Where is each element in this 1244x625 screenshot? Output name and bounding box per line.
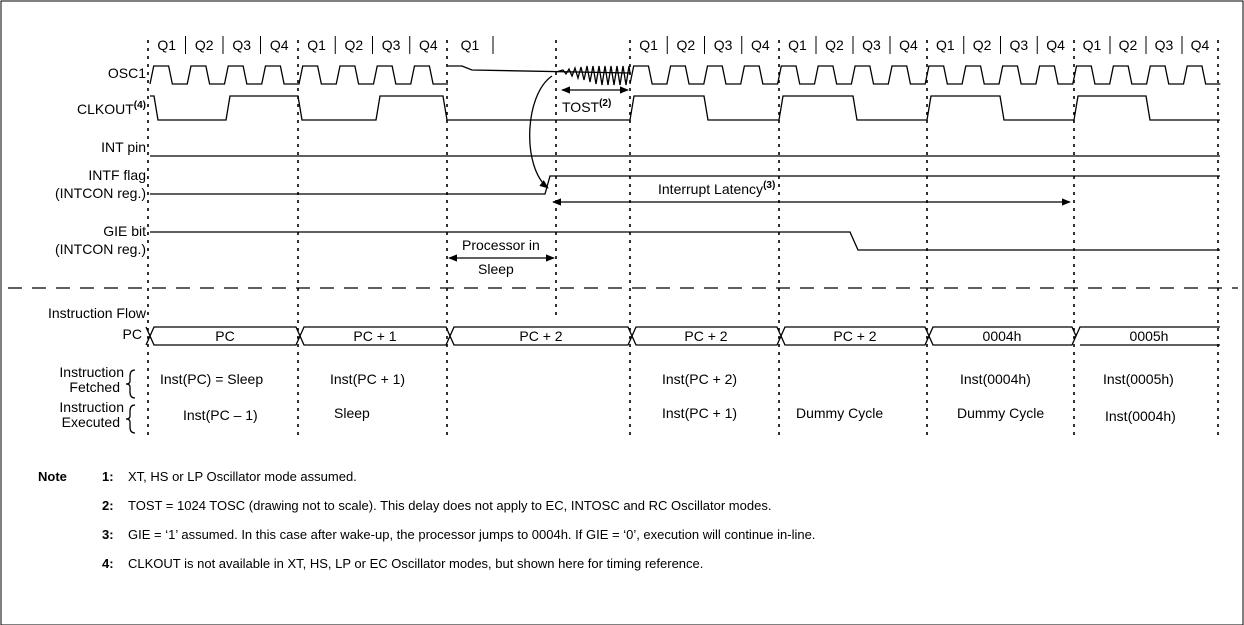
note-text: XT, HS or LP Oscillator mode assumed. [128, 469, 357, 484]
note-text: TOST = 1024 TOSC (drawing not to scale).… [128, 498, 771, 513]
executed-cell: Dummy Cycle [957, 405, 1044, 421]
q-cycle-label: Q3 [1155, 37, 1174, 53]
gie-reg-label: (INTCON reg.) [55, 241, 146, 257]
q-cycle-label: Q2 [973, 37, 992, 53]
q-cycle-label: Q3 [382, 37, 401, 53]
sleep-label: Sleep [478, 261, 514, 277]
q-cycle-label: Q1 [639, 37, 658, 53]
q-cycle-label: Q2 [345, 37, 364, 53]
q-cycle-label: Q1 [157, 37, 176, 53]
interrupt-latency-annotation: Interrupt Latency(3) [552, 180, 1071, 206]
q-cycle-label: Q2 [195, 37, 214, 53]
pc-value: 0004h [983, 328, 1022, 344]
instruction-flow-label: Instruction Flow [48, 305, 147, 321]
gie-bit-label: GIE bit [103, 223, 146, 239]
osc1-sleep-decay [448, 65, 631, 74]
clkout-label: CLKOUT(4) [77, 100, 146, 117]
fetched-cell: Inst(PC + 1) [330, 371, 405, 387]
intf-reg-label: (INTCON reg.) [55, 185, 146, 201]
executed-cell: Inst(PC – 1) [183, 407, 258, 423]
q-cycle-label: Q3 [714, 37, 733, 53]
note-heading: Note [38, 469, 67, 484]
q-cycle-label: Q3 [232, 37, 251, 53]
interrupt-latency-label: Interrupt Latency(3) [658, 180, 775, 197]
executed-cell: Inst(0004h) [1105, 408, 1176, 424]
note-number: 3: [102, 527, 114, 542]
processor-in-label: Processor in [462, 237, 540, 253]
q-cycle-label: Q4 [419, 37, 438, 53]
q-cycle-label: Q4 [751, 37, 770, 53]
osc1-label: OSC1 [108, 65, 146, 81]
q-cycle-label: Q1 [936, 37, 955, 53]
tost-annotation: TOST(2) [561, 86, 629, 115]
executed-label-1: Instruction [59, 399, 124, 415]
executed-cell: Dummy Cycle [796, 405, 883, 421]
executed-label-2: Executed [62, 414, 120, 430]
executed-cell: Inst(PC + 1) [662, 405, 737, 421]
pc-value: PC + 2 [833, 328, 876, 344]
note-text: CLKOUT is not available in XT, HS, LP or… [128, 556, 703, 571]
wakeup-arrow [529, 75, 553, 189]
fetched-label-1: Instruction [59, 364, 124, 380]
q-cycle-label: Q2 [825, 37, 844, 53]
osc1-waveform [149, 65, 1221, 86]
note-number: 2: [102, 498, 114, 513]
tost-label: TOST(2) [562, 98, 611, 115]
clkout-waveform [150, 95, 1220, 121]
q-cycle-label: Q1 [307, 37, 326, 53]
fetched-label-2: Fetched [69, 379, 120, 395]
fetched-cell: Inst(0005h) [1103, 371, 1174, 387]
q-cycle-label: Q1 [461, 37, 480, 53]
intf-flag-waveform [150, 175, 1220, 195]
intf-flag-label: INTF flag [88, 167, 146, 183]
q-cycle-label: Q2 [1119, 37, 1138, 53]
q-cycle-label: Q1 [788, 37, 807, 53]
signal-labels: OSC1 CLKOUT(4) INT pin INTF flag (INTCON… [48, 65, 147, 434]
osc1-left-wave [149, 65, 448, 85]
executed-cell: Sleep [334, 405, 370, 421]
pc-value: PC + 2 [684, 328, 727, 344]
note-number: 1: [102, 469, 114, 484]
pc-value: PC + 2 [519, 328, 562, 344]
q-cycle-label: Q3 [862, 37, 881, 53]
fetched-cell: Inst(PC + 2) [662, 371, 737, 387]
executed-brace [125, 404, 136, 434]
gie-bit-waveform [150, 231, 1220, 251]
pc-label: PC [123, 326, 142, 342]
pc-value: PC [215, 328, 234, 344]
pc-values: PC PC + 1 PC + 2 PC + 2 PC + 2 0004h 000… [215, 328, 1168, 344]
processor-sleep-annotation: Processor in Sleep [448, 237, 555, 277]
q-cycle-label: Q2 [677, 37, 696, 53]
pc-value: 0005h [1130, 328, 1169, 344]
q-cycle-label: Q4 [270, 37, 289, 53]
q-cycle-label: Q4 [1046, 37, 1065, 53]
q-cycle-label: Q3 [1010, 37, 1029, 53]
osc1-startup [555, 65, 631, 86]
fetched-row: Inst(PC) = Sleep Inst(PC + 1) Inst(PC + … [160, 371, 1174, 387]
fetched-cell: Inst(0004h) [960, 371, 1031, 387]
fetched-cell: Inst(PC) = Sleep [160, 371, 263, 387]
q-cycle-label: Q1 [1083, 37, 1102, 53]
cycle-boundaries [147, 40, 1219, 440]
fetched-brace [125, 369, 136, 399]
q-cycle-label: Q4 [1191, 37, 1210, 53]
pc-bus [145, 326, 1220, 346]
note-number: 4: [102, 556, 114, 571]
executed-row: Inst(PC – 1) Sleep Inst(PC + 1) Dummy Cy… [183, 405, 1176, 424]
q-cycle-label: Q4 [899, 37, 918, 53]
osc1-right-wave [629, 65, 1221, 85]
notes: Note 1: XT, HS or LP Oscillator mode ass… [38, 469, 815, 571]
q-cycle-labels: Q1 Q2 Q3 Q4 Q1 Q2 Q3 Q4 Q1 Q1 Q2 Q3 Q4 Q1 Q2 Q3 Q4 Q1 Q2 Q3… [157, 36, 1210, 54]
note-text: GIE = ‘1’ assumed. In this case after wa… [128, 527, 815, 542]
pc-value: PC + 1 [353, 328, 396, 344]
int-pin-label: INT pin [101, 139, 146, 155]
